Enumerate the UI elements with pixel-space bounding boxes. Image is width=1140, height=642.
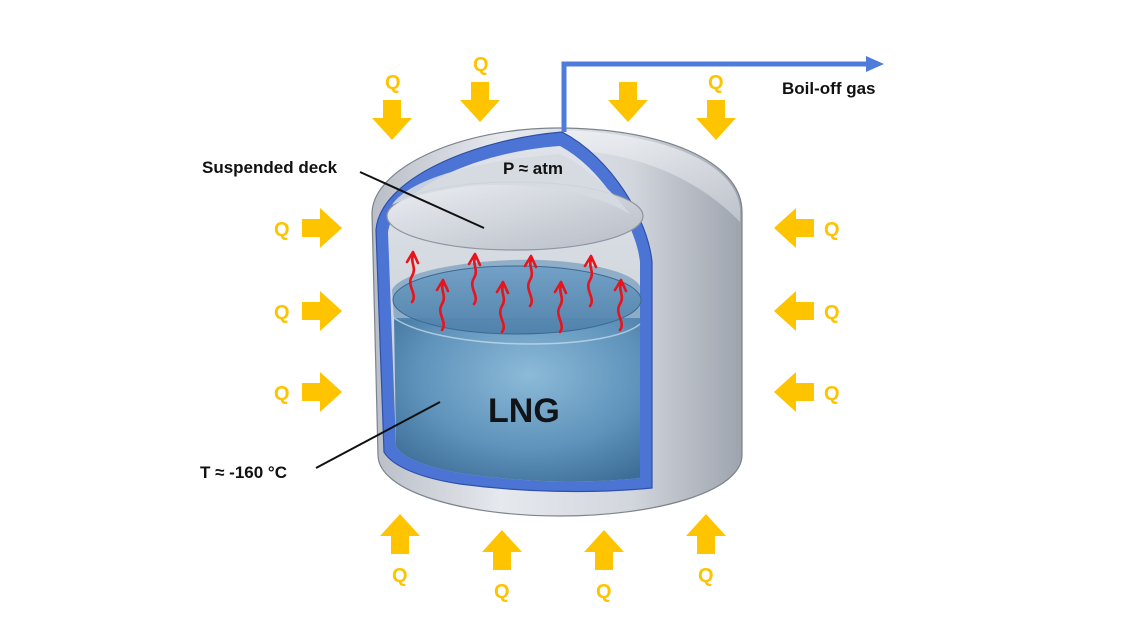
deck-leader-line bbox=[359, 171, 485, 229]
heat-arrow-up-icon bbox=[584, 530, 624, 570]
temperature-leader-line bbox=[315, 401, 441, 469]
heat-arrow-up-icon bbox=[686, 514, 726, 554]
lng-surface bbox=[393, 266, 641, 334]
heat-q-label: Q bbox=[494, 581, 510, 603]
heat-arrow-right-icon bbox=[302, 372, 342, 412]
heat-q-label: Q bbox=[824, 219, 840, 241]
tank-cutaway bbox=[375, 131, 653, 493]
heat-q-label: Q bbox=[274, 383, 290, 405]
heat-arrow-right-icon bbox=[302, 291, 342, 331]
heat-arrow-down-icon bbox=[608, 82, 648, 122]
heat-arrow-left-icon bbox=[774, 372, 814, 412]
heat-q-label: Q bbox=[274, 219, 290, 241]
boil-off-gas-label: Boil-off gas bbox=[782, 79, 876, 98]
arrow-right-icon bbox=[866, 56, 884, 72]
heat-arrow-down-icon bbox=[460, 82, 500, 122]
temperature-label: T ≈ -160 °C bbox=[200, 463, 287, 482]
heat-arrow-up-icon bbox=[482, 530, 522, 570]
heat-q-label: Q bbox=[274, 302, 290, 324]
heat-q-label: Q bbox=[824, 383, 840, 405]
heat-q-label: Q bbox=[392, 565, 408, 587]
heat-arrow-down-icon bbox=[372, 100, 412, 140]
heat-q-label: Q bbox=[596, 581, 612, 603]
lng-liquid bbox=[394, 318, 640, 482]
lng-label: LNG bbox=[488, 392, 560, 430]
heat-q-label: Q bbox=[708, 72, 724, 94]
boil-off-pipe bbox=[561, 56, 884, 132]
heat-q-label: Q bbox=[824, 302, 840, 324]
heat-arrow-right-icon bbox=[302, 208, 342, 248]
heat-q-label: Q bbox=[385, 72, 401, 94]
pressure-label: P ≈ atm bbox=[503, 159, 563, 178]
heat-q-label: Q bbox=[698, 565, 714, 587]
heat-q-label: Q bbox=[473, 54, 489, 76]
heat-arrow-up-icon bbox=[380, 514, 420, 554]
suspended-deck-label: Suspended deck bbox=[202, 158, 338, 177]
heat-labels: Q Q Q Q Q Q Q Q Q Q Q Q Q bbox=[274, 54, 840, 603]
heat-arrow-down-icon bbox=[696, 100, 736, 140]
heat-arrow-left-icon bbox=[774, 208, 814, 248]
heat-arrow-left-icon bbox=[774, 291, 814, 331]
